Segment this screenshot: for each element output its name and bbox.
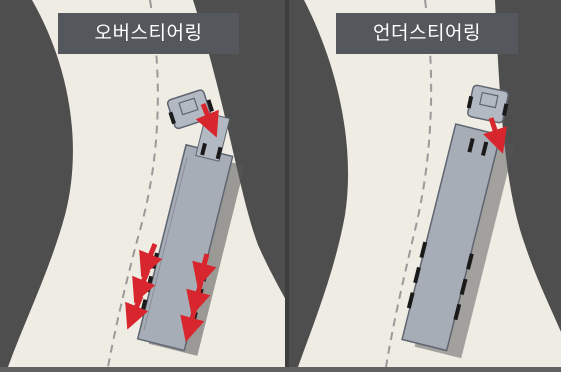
force-arrow-icon <box>125 295 149 330</box>
cab-window <box>479 91 499 109</box>
trailer <box>401 123 502 352</box>
cab-window <box>178 97 199 116</box>
force-arrows-oversteer <box>125 103 219 343</box>
force-arrow-icon <box>192 253 217 289</box>
force-arrow-icon <box>132 269 156 304</box>
force-arrow-icon <box>186 281 211 317</box>
force-arrow-icon <box>139 243 163 278</box>
panel-oversteer <box>0 0 285 367</box>
force-arrow-icon <box>195 103 219 138</box>
force-arrow-icon <box>483 117 507 154</box>
panel-understeer <box>289 0 561 367</box>
truck-icon <box>401 84 515 359</box>
title-understeer: 언더스티어링 <box>336 13 518 54</box>
road-center-line <box>107 0 159 367</box>
cab <box>467 84 509 124</box>
panel-divider <box>285 0 289 367</box>
title-oversteer: 오버스티어링 <box>58 13 239 54</box>
force-arrow-icon <box>180 307 205 343</box>
force-arrows-understeer <box>483 117 507 154</box>
road-center-line <box>385 0 433 367</box>
